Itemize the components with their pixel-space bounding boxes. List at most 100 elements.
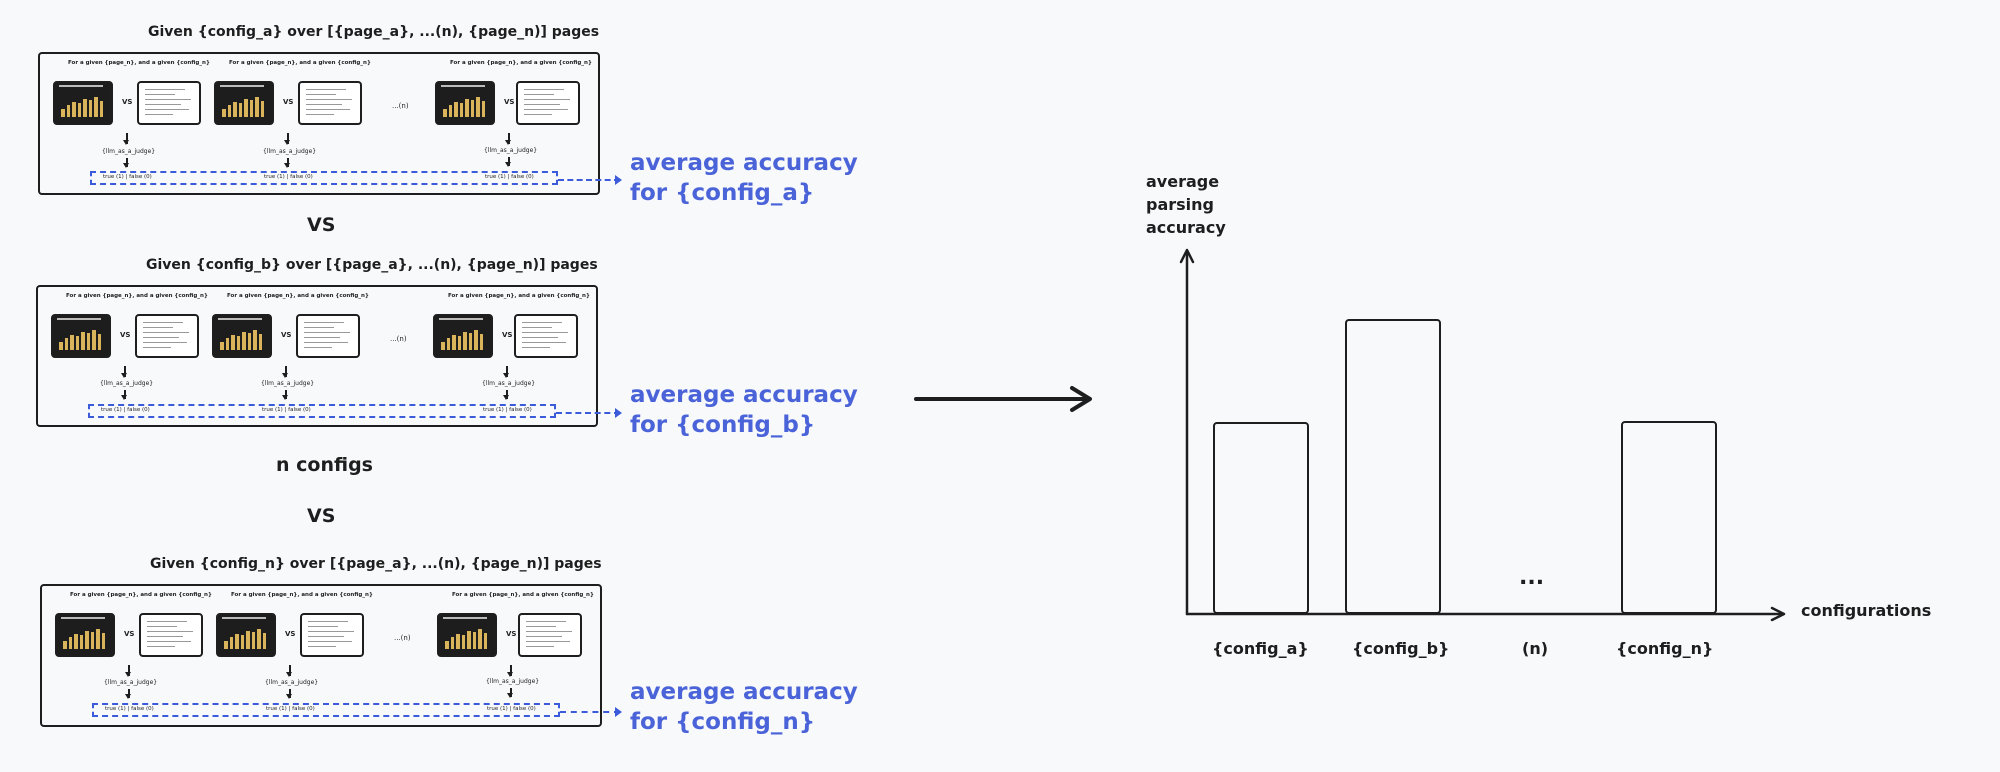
true-false-label: true (1) | false (0): [101, 407, 150, 413]
parsed-output-thumbnail: [139, 613, 203, 657]
true-false-label: true (1) | false (0): [103, 174, 152, 180]
down-arrow: [503, 390, 509, 400]
down-arrow: [284, 158, 290, 168]
bar-config-a: [1213, 422, 1309, 614]
x-axis-label: configurations: [1801, 601, 1932, 620]
more-pages-ellipsis: ...(n): [394, 634, 411, 642]
chart-page-thumbnail: [51, 314, 111, 358]
chart-page-thumbnail: [53, 81, 113, 125]
column-label: For a given {page_n}, and a given {confi…: [450, 60, 592, 66]
panel-a-title: Given {config_a} over [{page_a}, ...(n),…: [148, 24, 600, 40]
category-label: (n): [1522, 639, 1549, 658]
true-false-label: true (1) | false (0): [105, 706, 154, 712]
down-arrow: [284, 133, 290, 145]
more-pages-ellipsis: ...(n): [390, 335, 407, 343]
chart-page-thumbnail: [55, 613, 115, 657]
category-label: {config_n}: [1616, 639, 1714, 658]
bars-ellipsis: ...: [1519, 565, 1545, 590]
down-arrow: [505, 157, 511, 167]
chart-page-thumbnail: [437, 613, 497, 657]
column-label: For a given {page_n}, and a given {confi…: [68, 60, 210, 66]
column-label: For a given {page_n}, and a given {confi…: [452, 592, 594, 598]
category-label: {config_b}: [1352, 639, 1450, 658]
bar-config-b: [1345, 319, 1441, 614]
column-label: For a given {page_n}, and a given {confi…: [229, 60, 371, 66]
parsed-output-thumbnail: [516, 81, 580, 125]
n-configs-label: n configs: [276, 454, 373, 476]
chart-page-thumbnail: [433, 314, 493, 358]
judgement-results-box: [92, 703, 560, 717]
parsed-output-thumbnail: [298, 81, 362, 125]
panel-n-title: Given {config_n} over [{page_a}, ...(n),…: [150, 556, 602, 572]
true-false-label: true (1) | false (0): [485, 174, 534, 180]
average-accuracy-label: average accuracy for {config_b}: [630, 382, 858, 438]
parsed-output-thumbnail: [135, 314, 199, 358]
true-false-label: true (1) | false (0): [266, 706, 315, 712]
vs-separator: VS: [307, 214, 336, 236]
true-false-label: true (1) | false (0): [487, 706, 536, 712]
vs-label: VS: [283, 98, 294, 106]
parsed-output-thumbnail: [514, 314, 578, 358]
llm-judge-label: {llm_as_a_judge}: [261, 380, 315, 387]
down-arrow: [503, 366, 509, 378]
vs-label: VS: [124, 630, 135, 638]
dashed-arrow: [558, 175, 622, 185]
down-arrow: [123, 133, 129, 145]
llm-judge-label: {llm_as_a_judge}: [486, 678, 540, 685]
chart-page-thumbnail: [214, 81, 274, 125]
chart-page-thumbnail: [212, 314, 272, 358]
vs-label: VS: [285, 630, 296, 638]
llm-judge-label: {llm_as_a_judge}: [484, 147, 538, 154]
down-arrow: [121, 390, 127, 400]
true-false-label: true (1) | false (0): [262, 407, 311, 413]
true-false-label: true (1) | false (0): [483, 407, 532, 413]
chart-page-thumbnail: [216, 613, 276, 657]
down-arrow: [123, 158, 129, 168]
parsed-output-thumbnail: [300, 613, 364, 657]
llm-judge-label: {llm_as_a_judge}: [265, 679, 319, 686]
llm-judge-label: {llm_as_a_judge}: [263, 148, 317, 155]
category-label: {config_a}: [1212, 639, 1309, 658]
column-label: For a given {page_n}, and a given {confi…: [227, 293, 369, 299]
chart-page-thumbnail: [435, 81, 495, 125]
down-arrow: [282, 366, 288, 378]
column-label: For a given {page_n}, and a given {confi…: [70, 592, 212, 598]
down-arrow: [121, 366, 127, 378]
chart-axes: [1179, 248, 1786, 622]
average-accuracy-label: average accuracy for {config_n}: [630, 679, 858, 735]
judgement-results-box: [88, 404, 556, 418]
vs-label: VS: [281, 331, 292, 339]
y-axis-label: average parsing accuracy: [1146, 172, 1226, 237]
judgement-results-box: [90, 171, 558, 185]
vs-label: VS: [502, 331, 513, 339]
true-false-label: true (1) | false (0): [264, 174, 313, 180]
down-arrow: [286, 665, 292, 677]
vs-label: VS: [506, 630, 517, 638]
down-arrow: [286, 689, 292, 699]
parsed-output-thumbnail: [296, 314, 360, 358]
transition-arrow: [914, 386, 1092, 412]
parsed-output-thumbnail: [518, 613, 582, 657]
parsed-output-thumbnail: [137, 81, 201, 125]
dashed-arrow: [560, 707, 622, 717]
column-label: For a given {page_n}, and a given {confi…: [448, 293, 590, 299]
panel-b-title: Given {config_b} over [{page_a}, ...(n),…: [146, 257, 598, 273]
down-arrow: [282, 390, 288, 400]
down-arrow: [505, 133, 511, 145]
column-label: For a given {page_n}, and a given {confi…: [231, 592, 373, 598]
column-label: For a given {page_n}, and a given {confi…: [66, 293, 208, 299]
llm-judge-label: {llm_as_a_judge}: [104, 679, 158, 686]
down-arrow: [507, 665, 513, 677]
more-pages-ellipsis: ...(n): [392, 102, 409, 110]
llm-judge-label: {llm_as_a_judge}: [102, 148, 156, 155]
vs-label: VS: [120, 331, 131, 339]
average-accuracy-label: average accuracy for {config_a}: [630, 150, 858, 206]
llm-judge-label: {llm_as_a_judge}: [100, 380, 154, 387]
down-arrow: [125, 665, 131, 677]
vs-label: VS: [122, 98, 133, 106]
llm-judge-label: {llm_as_a_judge}: [482, 380, 536, 387]
down-arrow: [125, 689, 131, 699]
down-arrow: [507, 688, 513, 698]
vs-label: VS: [504, 98, 515, 106]
dashed-arrow: [556, 408, 622, 418]
